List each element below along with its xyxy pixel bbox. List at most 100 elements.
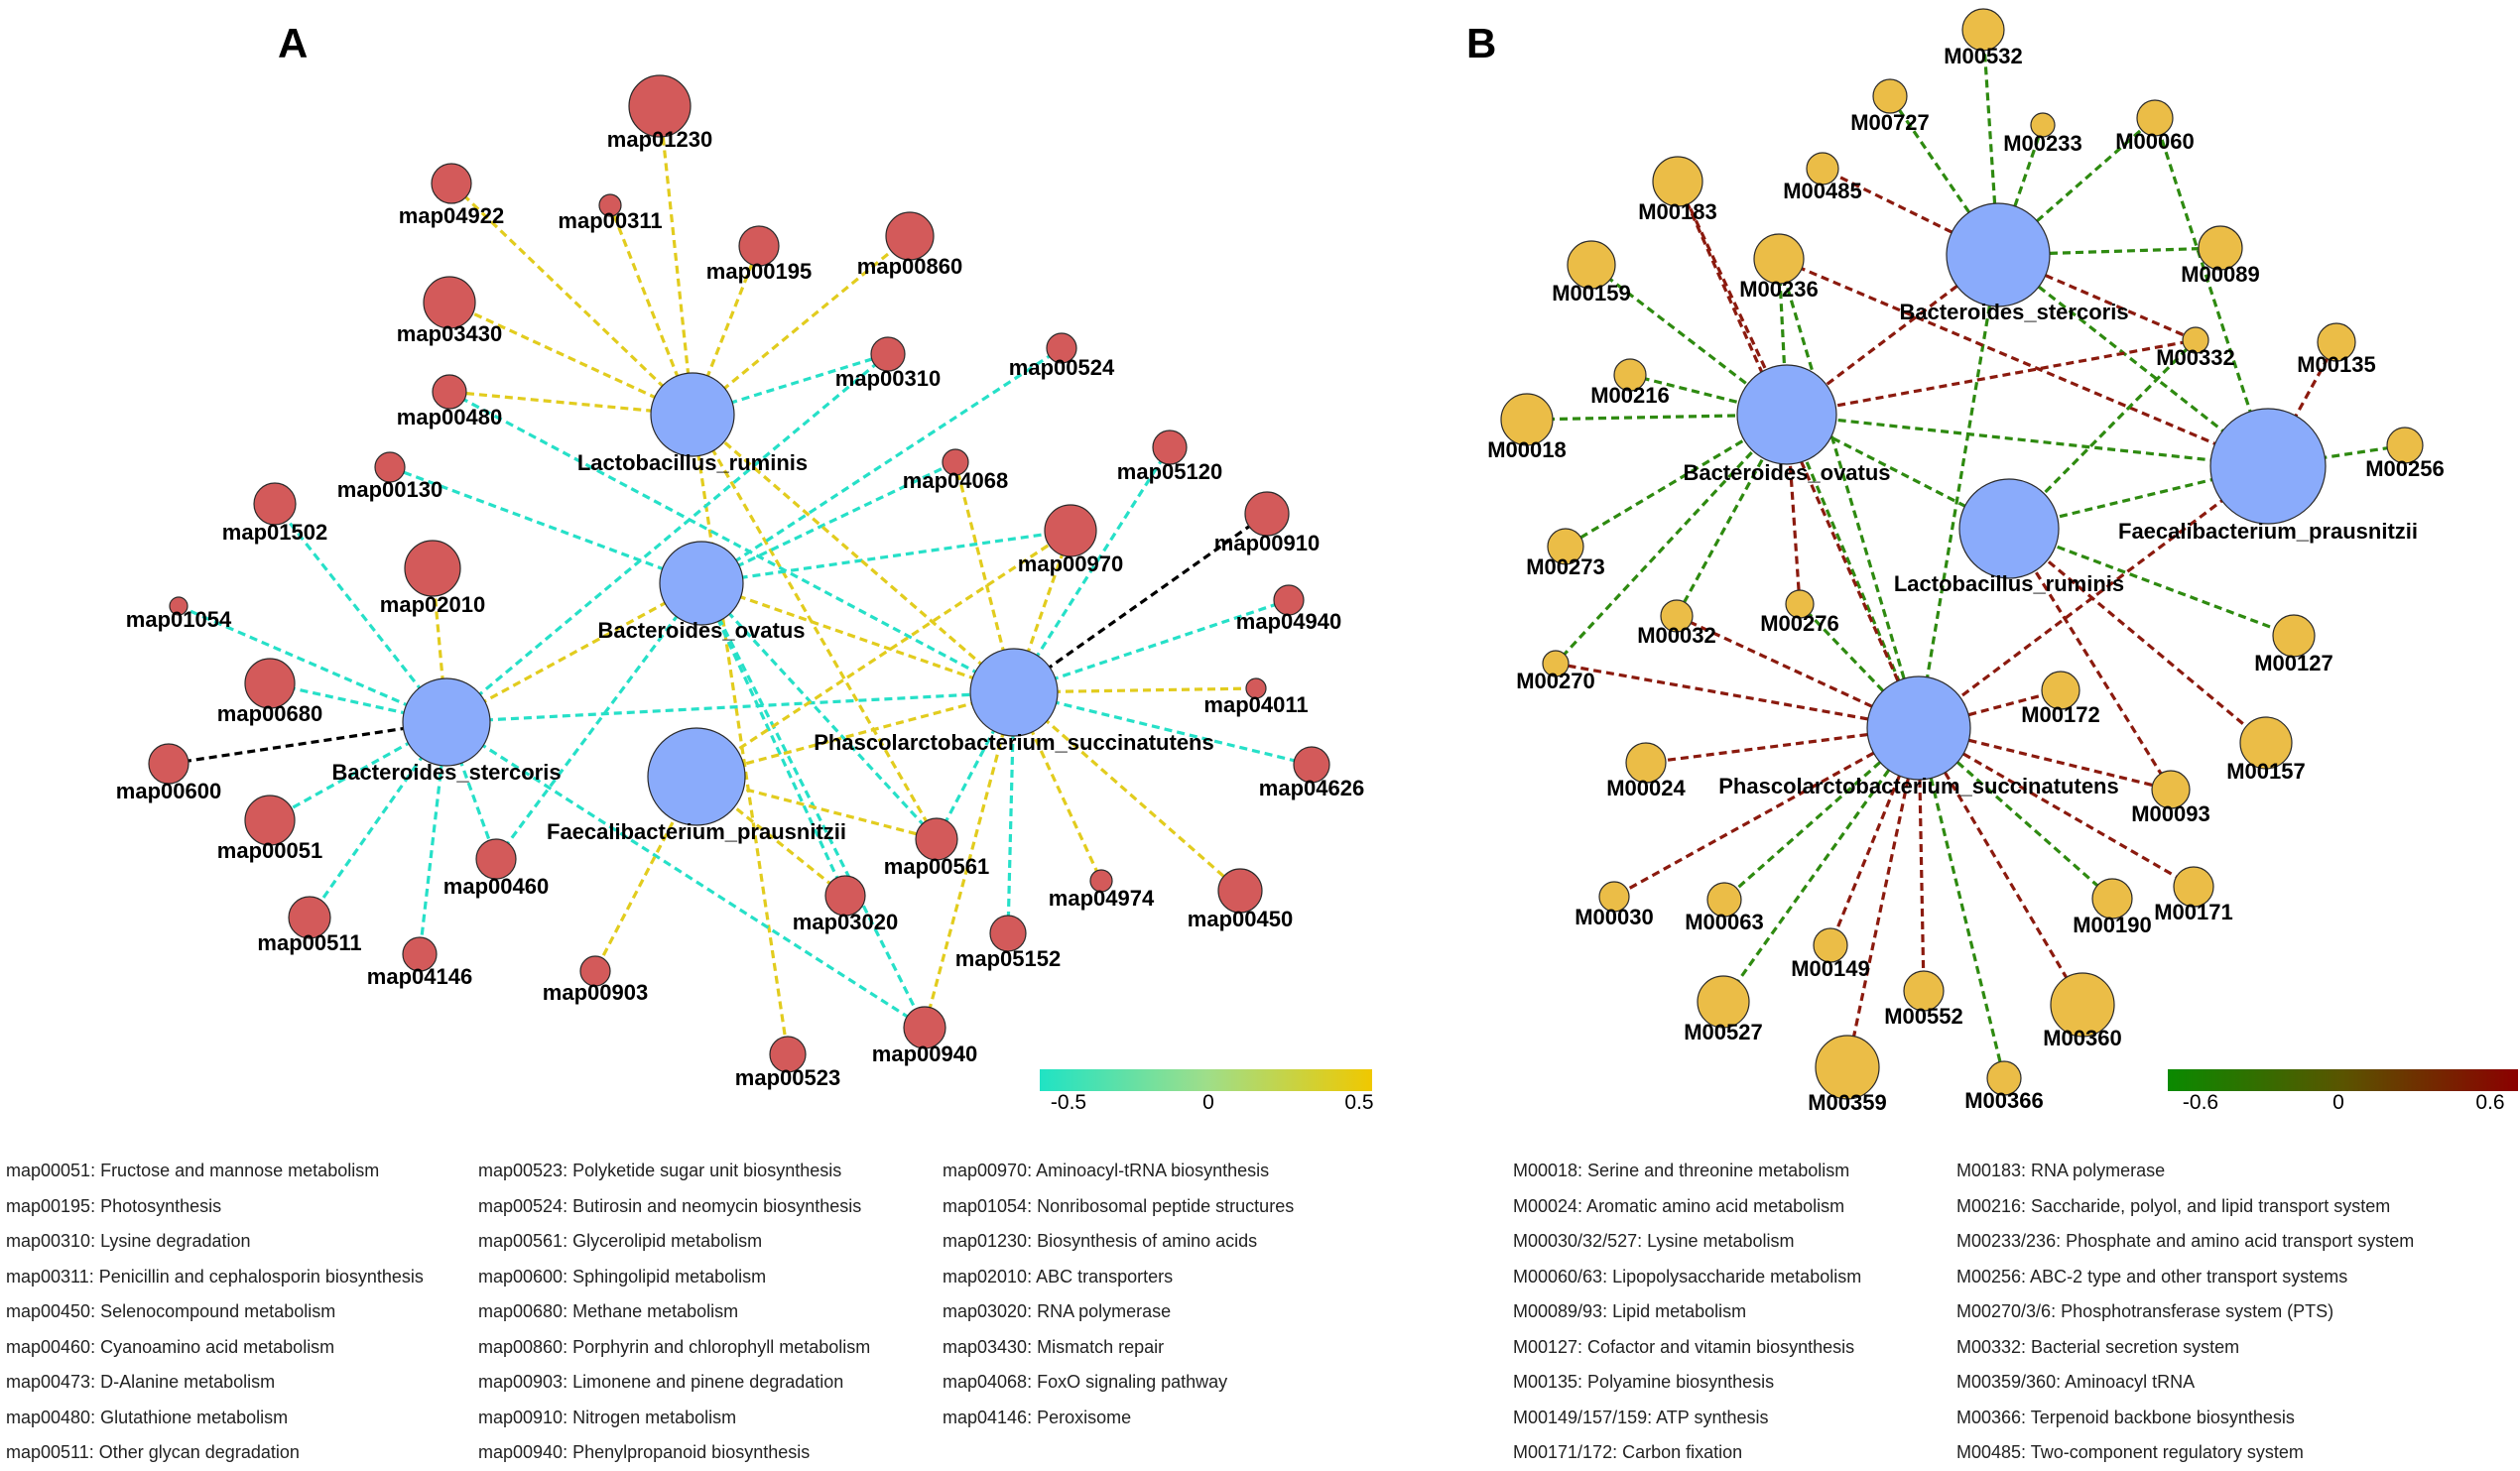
hub-label-bacteroides-ovatus: Bacteroides_ovatus bbox=[597, 618, 805, 643]
legend-item: map00910: Nitrogen metabolism bbox=[478, 1407, 737, 1427]
edge-faecalibacterium-prausnitzii-phascolarctobacterium-succinatutens bbox=[695, 690, 1015, 779]
node-label-m00233: M00233 bbox=[2003, 131, 2082, 156]
node-label-map00310: map00310 bbox=[835, 366, 941, 391]
legend-item: map00903: Limonene and pinene degradatio… bbox=[478, 1372, 844, 1392]
hub-label-bacteroides-stercoris: Bacteroides_stercoris bbox=[331, 760, 561, 785]
hub-phascolarctobacterium-succinatutens bbox=[969, 648, 1059, 737]
node-label-map05152: map05152 bbox=[955, 946, 1061, 971]
hub-label-lactobacillus-ruminis: Lactobacillus_ruminis bbox=[1894, 571, 2124, 596]
edge-faecalibacterium-prausnitzii-map00903 bbox=[593, 776, 698, 972]
edge-lactobacillus-ruminis-map04922 bbox=[449, 182, 694, 417]
edge-bacteroides-ovatus-map03020 bbox=[699, 582, 847, 897]
colorbar-a-max-label: 0.5 bbox=[1344, 1091, 1373, 1114]
node-map01502 bbox=[253, 482, 297, 526]
node-m00149 bbox=[1813, 927, 1848, 963]
colorbar-b-max-label: 0.6 bbox=[2475, 1091, 2504, 1114]
legend-item: M00359/360: Aminoacyl tRNA bbox=[1956, 1372, 2196, 1392]
edge-bacteroides-stercoris-phascolarctobacterium-succinatutens bbox=[445, 690, 1015, 724]
edge-phascolarctobacterium-succinatutens-m00527 bbox=[1721, 727, 1921, 1003]
node-m00172 bbox=[2041, 671, 2080, 710]
legend-item: map04068: FoxO signaling pathway bbox=[943, 1372, 1228, 1392]
node-label-map00051: map00051 bbox=[217, 838, 322, 863]
node-m00127 bbox=[2272, 614, 2316, 658]
hub-label-faecalibacterium-prausnitzii: Faecalibacterium_prausnitzii bbox=[2118, 519, 2418, 544]
node-m00089 bbox=[2198, 225, 2243, 271]
node-label-m00527: M00527 bbox=[1684, 1020, 1763, 1044]
legend-item: M00485: Two-component regulatory system bbox=[1956, 1442, 2304, 1462]
node-label-map01502: map01502 bbox=[222, 520, 327, 545]
node-label-map05120: map05120 bbox=[1117, 459, 1222, 484]
node-label-m00359: M00359 bbox=[1808, 1090, 1887, 1115]
node-m00093 bbox=[2151, 770, 2191, 809]
node-map00311 bbox=[598, 193, 622, 217]
edge-phascolarctobacterium-succinatutens-map04974 bbox=[1012, 691, 1103, 882]
edge-phascolarctobacterium-succinatutens-m00172 bbox=[1918, 688, 2062, 730]
panel-a-letter: A bbox=[278, 20, 308, 66]
edge-bacteroides-stercoris-map00310 bbox=[444, 352, 890, 724]
node-m00032 bbox=[1660, 599, 1694, 633]
edge-phascolarctobacterium-succinatutens-map00940 bbox=[923, 691, 1016, 1029]
edge-phascolarctobacterium-succinatutens-map00450 bbox=[1012, 690, 1242, 893]
legend-item: M00366: Terpenoid backbone biosynthesis bbox=[1956, 1407, 2295, 1427]
node-m00727 bbox=[1872, 78, 1908, 114]
legend-item: map02010: ABC transporters bbox=[943, 1266, 1174, 1287]
node-m00256 bbox=[2386, 427, 2424, 464]
legend-item: M00171/172: Carbon fixation bbox=[1513, 1442, 1743, 1462]
node-label-map00903: map00903 bbox=[543, 980, 648, 1005]
node-map04146 bbox=[402, 936, 438, 972]
node-label-map02010: map02010 bbox=[380, 592, 485, 617]
legend-item: map01054: Nonribosomal peptide structure… bbox=[943, 1195, 1295, 1216]
node-label-m00273: M00273 bbox=[1526, 554, 1605, 579]
legend-a-column-1: map00051: Fructose and mannose metabolis… bbox=[6, 1154, 424, 1471]
node-map00195 bbox=[738, 225, 780, 267]
legend-item: map01230: Biosynthesis of amino acids bbox=[943, 1231, 1258, 1251]
node-m00276 bbox=[1785, 589, 1815, 619]
node-label-m00360: M00360 bbox=[2043, 1026, 2122, 1050]
node-map00511 bbox=[288, 896, 331, 939]
legend-item: M00135: Polyamine biosynthesis bbox=[1513, 1372, 1775, 1392]
node-label-m00024: M00024 bbox=[1606, 776, 1686, 800]
hub-faecalibacterium-prausnitzii bbox=[647, 727, 746, 826]
node-map00051 bbox=[244, 795, 296, 846]
edge-bacteroides-stercoris-map00600 bbox=[168, 720, 447, 766]
hub-bacteroides-stercoris bbox=[402, 677, 491, 767]
edge-lactobacillus-ruminis-map00311 bbox=[608, 204, 694, 416]
node-m00024 bbox=[1625, 742, 1667, 784]
node-label-m00060: M00060 bbox=[2115, 129, 2195, 154]
legend-b-column-1: M00018: Serine and threonine metabolism … bbox=[1513, 1154, 1861, 1471]
node-m00060 bbox=[2136, 99, 2174, 137]
node-label-map04068: map04068 bbox=[903, 468, 1008, 493]
legend-item: M00030/32/527: Lysine metabolism bbox=[1513, 1231, 1795, 1251]
legend-item: map00460: Cyanoamino acid metabolism bbox=[6, 1336, 335, 1357]
legend-item: M00060/63: Lipopolysaccharide metabolism bbox=[1513, 1266, 1862, 1287]
node-label-map00523: map00523 bbox=[735, 1065, 840, 1090]
edge-bacteroides-ovatus-map00970 bbox=[700, 529, 1071, 585]
node-map00310 bbox=[870, 336, 906, 372]
node-map04940 bbox=[1273, 584, 1305, 616]
node-m00157 bbox=[2239, 716, 2293, 770]
node-label-map00311: map00311 bbox=[558, 208, 662, 233]
node-m00532 bbox=[1961, 8, 2005, 52]
node-label-m00093: M00093 bbox=[2131, 801, 2210, 826]
hub-bacteroides-ovatus bbox=[659, 541, 744, 626]
node-label-map04626: map04626 bbox=[1259, 776, 1364, 800]
node-map00561 bbox=[915, 817, 958, 861]
node-m00190 bbox=[2091, 878, 2133, 919]
edge-bacteroides-ovatus-map00524 bbox=[700, 346, 1063, 585]
node-label-m00366: M00366 bbox=[1964, 1088, 2044, 1113]
edge-phascolarctobacterium-succinatutens-m00030 bbox=[1613, 726, 1920, 899]
colorbar-b-gradient bbox=[2168, 1069, 2518, 1091]
legend-item: map00511: Other glycan degradation bbox=[6, 1442, 300, 1462]
node-m00171 bbox=[2173, 866, 2214, 908]
hub-bacteroides-stercoris bbox=[1946, 202, 2051, 307]
edge-bacteroides-ovatus-map00130 bbox=[389, 465, 702, 585]
edge-bacteroides-stercoris-map01054 bbox=[178, 604, 447, 724]
colorbar-a-min-label: -0.5 bbox=[1051, 1091, 1086, 1114]
node-label-map00860: map00860 bbox=[857, 254, 962, 279]
legend-item: map00473: D-Alanine metabolism bbox=[6, 1372, 276, 1392]
node-label-m00032: M00032 bbox=[1637, 623, 1716, 648]
node-label-m00135: M00135 bbox=[2297, 352, 2376, 377]
hub-lactobacillus-ruminis bbox=[1958, 478, 2060, 579]
edge-bacteroides-stercoris-map00940 bbox=[445, 720, 926, 1030]
legend-item: M00216: Saccharide, polyol, and lipid tr… bbox=[1956, 1195, 2391, 1216]
